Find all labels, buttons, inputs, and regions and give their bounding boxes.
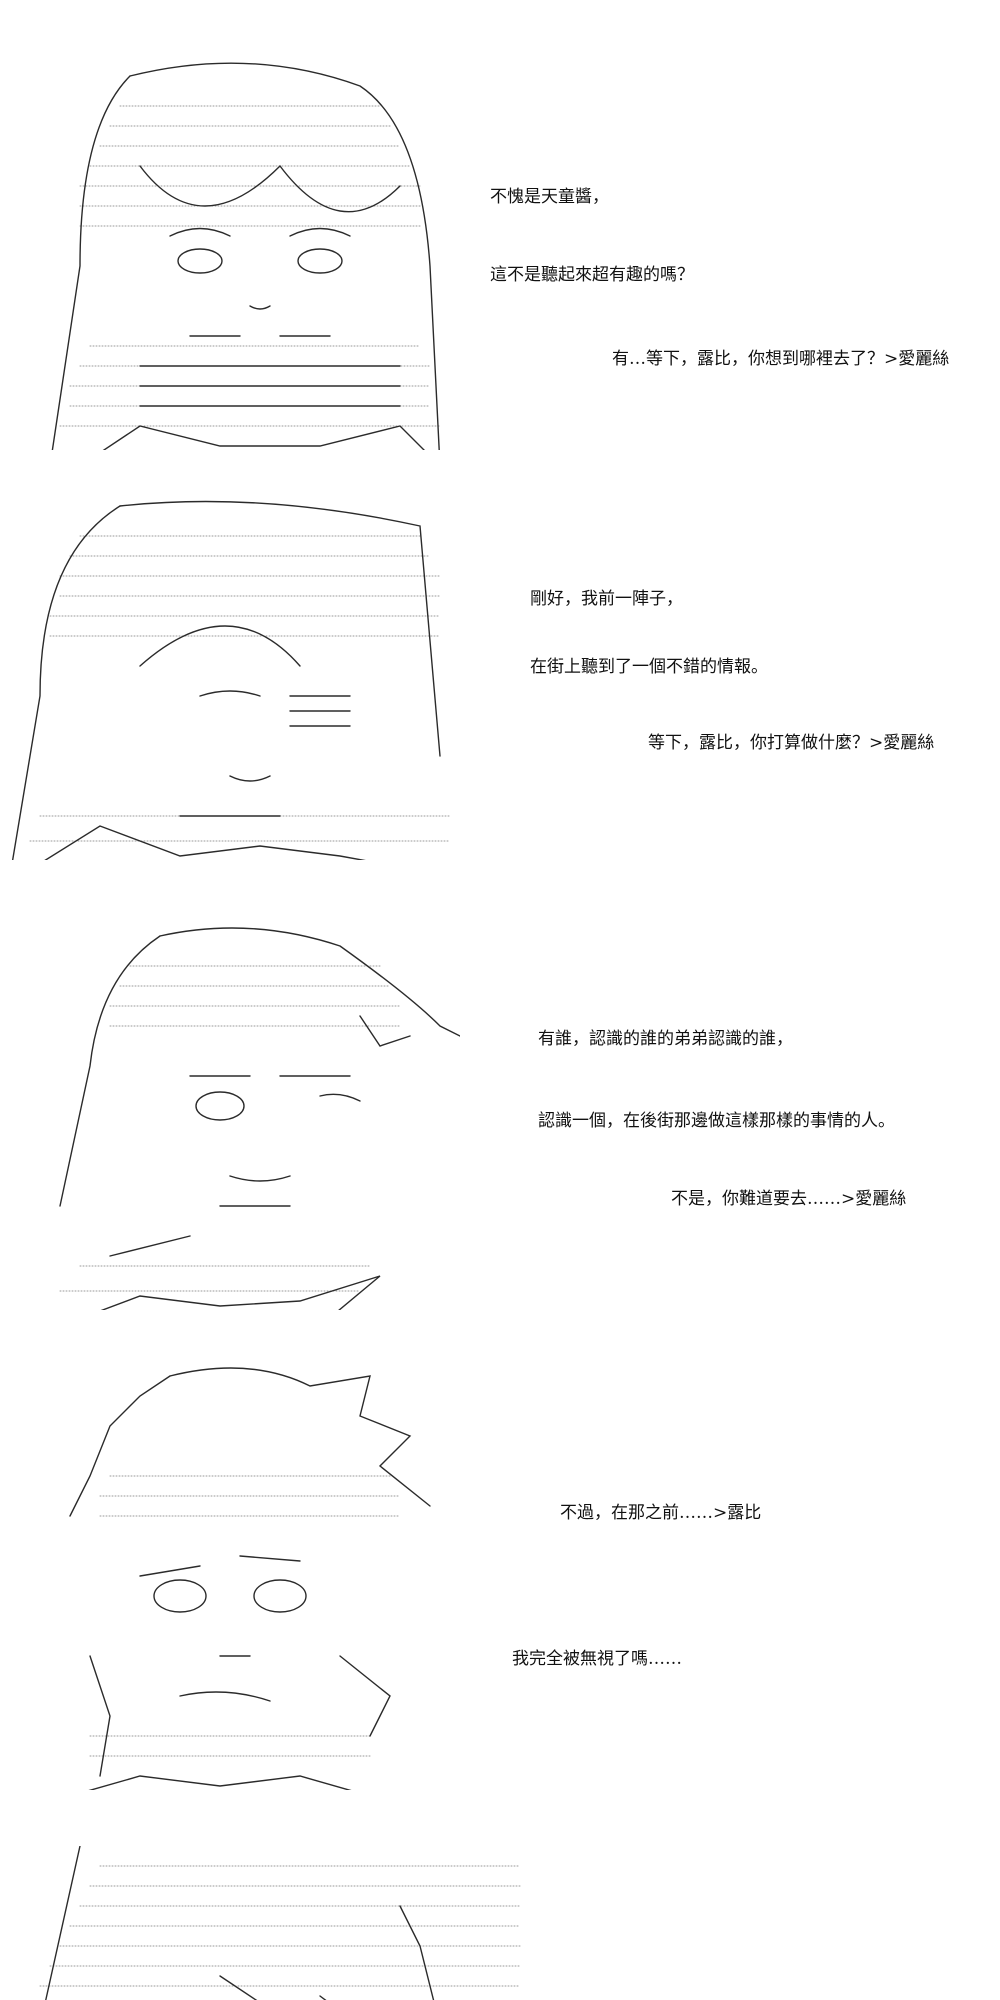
dialogue-line: 認識一個，在後街那邊做這樣那樣的事情的人。	[538, 1111, 895, 1131]
dialogue-line: 在街上聽到了一個不錯的情報。	[530, 657, 768, 677]
dialogue-line: 不愧是天童醬，	[490, 187, 609, 207]
panel-3: 有誰，認識的誰的弟弟認識的誰， 認識一個，在後街那邊做這樣那樣的事情的人。 不是…	[0, 860, 1000, 1320]
dialogue-line: 我完全被無視了嗎……	[512, 1649, 682, 1669]
panel-1: 不愧是天童醬， 這不是聽起來超有趣的嗎？ 有…等下，露比，你想到哪裡去了？>愛麗…	[0, 0, 1000, 460]
panel-4: 不過，在那之前……>露比 我完全被無視了嗎……	[0, 1320, 1000, 1800]
dialogue-line: 不是，你難道要去……>愛麗絲	[671, 1189, 907, 1209]
panel-2: 剛好，我前一陣子， 在街上聽到了一個不錯的情報。 等下，露比，你打算做什麼？>愛…	[0, 460, 1000, 860]
dialogue-line: 不過，在那之前……>露比	[560, 1503, 762, 1523]
dialogue-line: 有誰，認識的誰的弟弟認識的誰，	[538, 1029, 793, 1049]
dialogue-line: 剛好，我前一陣子，	[530, 589, 683, 609]
dialogue-line: 等下，露比，你打算做什麼？>愛麗絲	[648, 733, 935, 753]
dialogue-line: 這不是聽起來超有趣的嗎？	[490, 265, 694, 285]
panel-5	[0, 1820, 1000, 2000]
dialogue-line: 有…等下，露比，你想到哪裡去了？>愛麗絲	[612, 349, 950, 369]
ascii-art-girl-cap	[20, 880, 460, 1310]
ascii-art-girl-long-hair	[20, 20, 460, 450]
ascii-art-girl-messy-hair	[50, 1330, 450, 1790]
ascii-art-girl-top-partial	[20, 1820, 530, 2000]
ascii-art-girl-smirk	[0, 470, 460, 860]
